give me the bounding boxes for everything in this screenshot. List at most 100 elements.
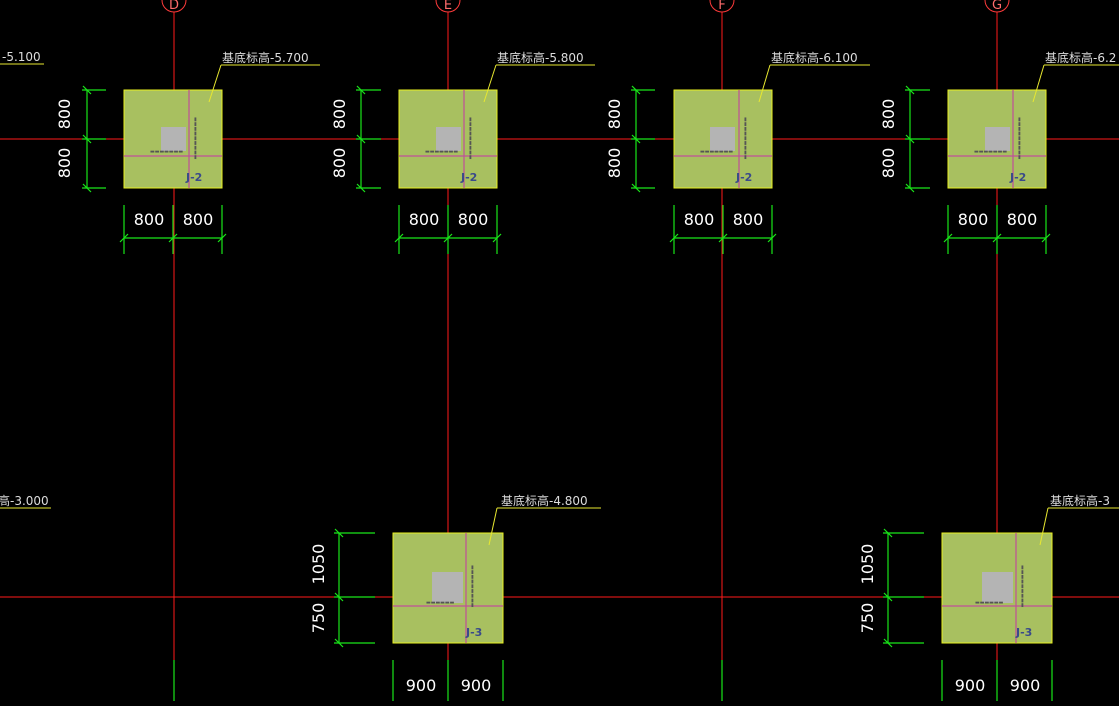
- dim-text-bottom: 800: [879, 148, 898, 179]
- dimension-left[interactable]: 800 800: [330, 85, 381, 193]
- dim-tick-right: [767, 233, 777, 243]
- rebar-annotation-vertical: ▬▬▬▬▬▬▬▬▬: [469, 565, 475, 608]
- footing-tag: J-2: [185, 171, 202, 184]
- rebar-annotation: ▬▬▬▬▬▬: [426, 600, 455, 606]
- dim-text-left: 800: [134, 210, 165, 229]
- column-section[interactable]: [982, 572, 1013, 603]
- dim-text-bottom: 750: [858, 603, 877, 634]
- axis-bubble-f-circle: [709, 0, 735, 13]
- dim-tick-mid: [718, 233, 728, 243]
- dim-text-left: 800: [958, 210, 989, 229]
- dim-tick-mid: [883, 592, 893, 602]
- footing-e2[interactable]: ▬▬▬▬▬▬ ▬▬▬▬▬▬▬▬▬ J-3 基底标高-4.800 1050 750…: [309, 493, 601, 701]
- dim-text-right: 800: [183, 210, 214, 229]
- column-section[interactable]: [432, 572, 463, 603]
- footing-e1[interactable]: ▬▬▬▬▬▬▬ ▬▬▬▬▬▬▬▬▬ J-2 基底标高-5.800 800 800…: [330, 50, 595, 254]
- axis-bubble-d-label: D: [169, 0, 179, 13]
- dim-text-right: 800: [733, 210, 764, 229]
- axis-bubble-d[interactable]: D: [161, 0, 187, 13]
- footing-tag: J-3: [465, 626, 482, 639]
- rebar-annotation: ▬▬▬▬▬▬: [975, 600, 1004, 606]
- axis-bubble-g-circle: [984, 0, 1010, 13]
- dim-tick-left: [669, 233, 679, 243]
- dim-tick-bottom: [883, 638, 893, 648]
- footing-g2[interactable]: ▬▬▬▬▬▬ ▬▬▬▬▬▬▬▬▬ J-3 基底标高-3 1050 750 900…: [858, 493, 1119, 701]
- dimension-bottom[interactable]: 900 900: [392, 660, 504, 701]
- dim-text-left: 900: [955, 676, 986, 695]
- dim-text-bottom: 800: [55, 148, 74, 179]
- footing-tag: J-2: [735, 171, 752, 184]
- dim-text-left: 900: [406, 676, 437, 695]
- axis-bubble-f-label: F: [718, 0, 725, 13]
- axis-bubble-e[interactable]: E: [435, 0, 461, 13]
- footing-tag: J-2: [1009, 171, 1026, 184]
- rebar-annotation: ▬▬▬▬▬▬▬: [700, 149, 733, 155]
- dim-tick-mid: [992, 233, 1002, 243]
- dimension-bottom[interactable]: 800 800: [394, 205, 502, 254]
- footing-tag: J-2: [460, 171, 477, 184]
- dim-tick-bottom: [334, 638, 344, 648]
- dim-text-bottom: 750: [309, 603, 328, 634]
- dim-tick-top: [631, 85, 641, 95]
- axis-bubble-g-label: G: [992, 0, 1002, 13]
- dim-text-bottom: 800: [605, 148, 624, 179]
- footing-g1[interactable]: ▬▬▬▬▬▬▬ ▬▬▬▬▬▬▬▬▬ J-2 基底标高-6.2 800 800 8…: [879, 50, 1119, 254]
- dim-tick-mid: [905, 134, 915, 144]
- dimension-left[interactable]: 1050 750: [309, 528, 375, 648]
- column-section[interactable]: [985, 127, 1010, 151]
- column-section[interactable]: [436, 127, 461, 151]
- dim-tick-top: [883, 528, 893, 538]
- dim-tick-mid: [356, 134, 366, 144]
- dim-text-right: 800: [1007, 210, 1038, 229]
- column-section[interactable]: [710, 127, 735, 151]
- dim-text-left: 800: [409, 210, 440, 229]
- dimension-bottom[interactable]: 800 800: [669, 205, 777, 254]
- dim-tick-top: [356, 85, 366, 95]
- dim-tick-left: [943, 233, 953, 243]
- dim-text-left: 800: [684, 210, 715, 229]
- dim-text-right: 800: [458, 210, 489, 229]
- dim-text-bottom: 800: [330, 148, 349, 179]
- dim-text-right: 900: [1010, 676, 1041, 695]
- dimension-bottom[interactable]: 900 900: [941, 660, 1053, 701]
- dim-tick-mid: [443, 233, 453, 243]
- dim-tick-mid: [82, 134, 92, 144]
- partial-elevation-text-row2: 高-3.000: [0, 493, 49, 508]
- leader-line: [208, 64, 222, 103]
- elevation-label: 基底标高-6.2: [1045, 50, 1116, 65]
- dim-tick-mid: [168, 233, 178, 243]
- column-section[interactable]: [161, 127, 186, 151]
- dim-tick-mid: [631, 134, 641, 144]
- dimension-left[interactable]: 1050 750: [858, 528, 924, 648]
- dimension-left[interactable]: 800 800: [55, 85, 106, 193]
- dim-tick-right: [492, 233, 502, 243]
- dim-tick-right: [217, 233, 227, 243]
- footing-f1[interactable]: ▬▬▬▬▬▬▬ ▬▬▬▬▬▬▬▬▬ J-2 基底标高-6.100 800 800…: [605, 50, 870, 254]
- dim-tick-mid: [334, 592, 344, 602]
- dimension-left[interactable]: 800 800: [605, 85, 655, 193]
- elevation-label: 基底标高-5.800: [497, 50, 584, 65]
- elevation-label: 基底标高-6.100: [771, 50, 858, 65]
- dim-tick-bottom: [82, 183, 92, 193]
- dimension-left[interactable]: 800 800: [879, 85, 930, 193]
- dim-text-top: 800: [330, 99, 349, 130]
- dimension-bottom[interactable]: 800 800: [943, 205, 1051, 254]
- partial-elevation-text-row1: -5.100: [2, 50, 41, 64]
- dim-tick-top: [334, 528, 344, 538]
- dim-tick-right: [1041, 233, 1051, 243]
- dim-text-top: 1050: [309, 544, 328, 585]
- partial-elevation-label-row1: -5.100: [0, 50, 44, 65]
- partial-elevation-label-row2: 高-3.000: [0, 493, 51, 509]
- footing-d1[interactable]: ▬▬▬▬▬▬▬ ▬▬▬▬▬▬▬▬▬ J-2 基底标高-5.700 800 800: [55, 50, 320, 254]
- rebar-annotation-vertical: ▬▬▬▬▬▬▬▬▬: [1019, 565, 1025, 608]
- axis-bubble-g[interactable]: G: [984, 0, 1010, 13]
- rebar-annotation-vertical: ▬▬▬▬▬▬▬▬▬: [192, 117, 198, 160]
- dim-tick-left: [394, 233, 404, 243]
- rebar-annotation: ▬▬▬▬▬▬▬: [425, 149, 458, 155]
- axis-bubble-e-circle: [435, 0, 461, 13]
- axis-bubble-f[interactable]: F: [709, 0, 735, 13]
- elevation-label: 基底标高-4.800: [501, 493, 588, 508]
- dimension-bottom[interactable]: 800 800: [119, 205, 227, 254]
